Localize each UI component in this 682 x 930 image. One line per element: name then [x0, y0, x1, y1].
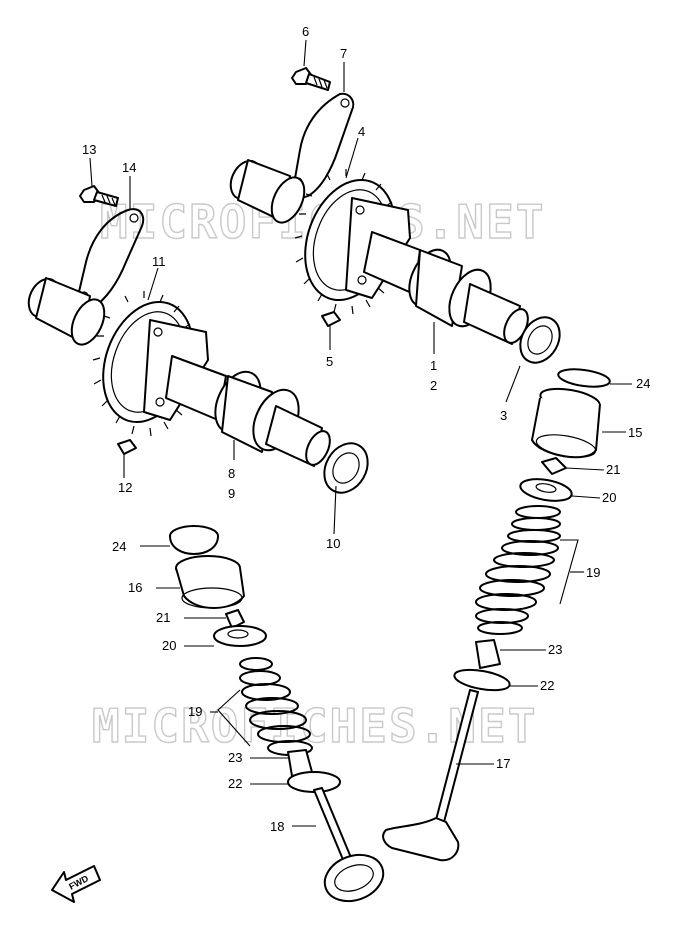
callout-6: 6 [302, 24, 309, 39]
spring-seat-22-right [453, 668, 511, 692]
tappet-15 [531, 387, 601, 459]
callout-10: 10 [326, 536, 340, 551]
callout-16: 16 [128, 580, 142, 595]
callout-19-right: 19 [586, 565, 600, 580]
valve-springs-19-right [475, 505, 561, 635]
callout-8: 8 [228, 466, 235, 481]
callout-3: 3 [500, 408, 507, 423]
callout-20-left: 20 [162, 638, 176, 653]
callout-2: 2 [430, 378, 437, 393]
callout-4: 4 [358, 124, 365, 139]
valve-18 [313, 787, 385, 903]
fwd-arrow-icon: FWD [51, 865, 101, 903]
dowel-pin-5 [321, 311, 341, 327]
callout-21-right: 21 [606, 462, 620, 477]
tappet-16 [175, 555, 245, 609]
bolt-13 [79, 185, 119, 207]
callout-9: 9 [228, 486, 235, 501]
callout-23-right: 23 [548, 642, 562, 657]
callout-12: 12 [118, 480, 132, 495]
callout-13: 13 [82, 142, 96, 157]
callout-labels: 6 7 4 13 14 11 1 2 3 5 24 15 21 20 8 9 1… [82, 24, 650, 834]
callout-11: 11 [152, 254, 166, 269]
cotter-21-right [541, 457, 567, 475]
stem-seal-23-right [475, 639, 501, 669]
callout-24-right: 24 [636, 376, 650, 391]
camshaft-left-assembly [27, 185, 369, 494]
callout-5: 5 [326, 354, 333, 369]
valve-train-right [382, 368, 611, 862]
valve-springs-19-left [239, 657, 313, 756]
washer-3 [519, 316, 561, 364]
shim-24-right [557, 368, 611, 388]
camshaft-right-assembly [229, 67, 561, 364]
washer-10 [323, 442, 369, 494]
bolt-6 [291, 67, 331, 91]
callout-19-left: 19 [188, 704, 202, 719]
callout-22-left: 22 [228, 776, 242, 791]
camshaft-8-9 [27, 277, 331, 467]
valve-train-left [169, 525, 385, 903]
valve-17 [382, 689, 479, 862]
retainer-20-right [519, 478, 573, 502]
callout-14: 14 [122, 160, 136, 175]
camshaft-1-2 [229, 159, 529, 345]
retainer-20-left [213, 625, 267, 647]
callout-17: 17 [496, 756, 510, 771]
cotter-21-left [225, 609, 245, 629]
callout-1: 1 [430, 358, 437, 373]
callout-7: 7 [340, 46, 347, 61]
callout-21-left: 21 [156, 610, 170, 625]
callout-15: 15 [628, 425, 642, 440]
callout-20-right: 20 [602, 490, 616, 505]
cam-chain-guide-7 [292, 92, 355, 199]
callout-22-right: 22 [540, 678, 554, 693]
leader-lines [89, 39, 632, 827]
callout-24-left: 24 [112, 539, 126, 554]
dowel-pin-12 [117, 439, 137, 455]
callout-23-left: 23 [228, 750, 242, 765]
callout-18: 18 [270, 819, 284, 834]
